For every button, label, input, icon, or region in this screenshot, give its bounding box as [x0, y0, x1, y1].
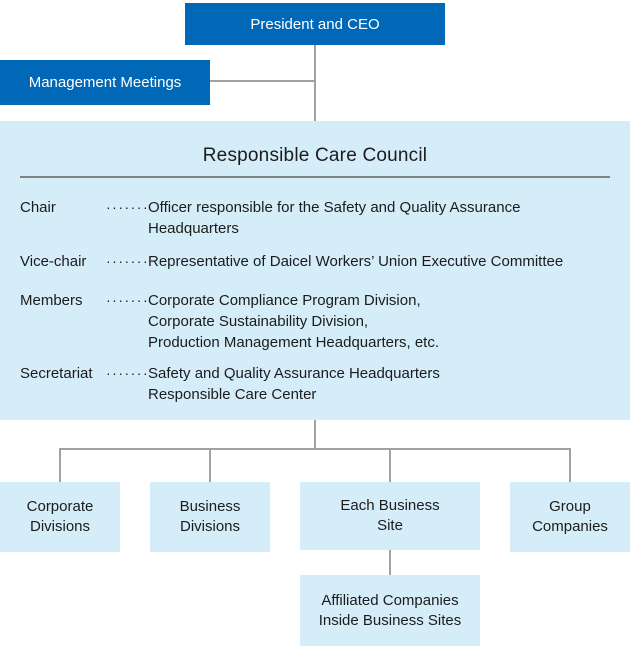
- council-row-vice-chair: Vice-chair ······· Representative of Dai…: [20, 251, 614, 272]
- branch-line-each-business-site: [389, 448, 391, 482]
- row-description: Safety and Quality Assurance Headquarter…: [148, 365, 440, 403]
- unit-box-corporate-divisions: Corporate Divisions: [0, 482, 120, 552]
- unit-box-group-companies: Group Companies: [510, 482, 630, 552]
- row-description: Corporate Compliance Program Division, C…: [148, 292, 439, 351]
- site-drop-line: [389, 550, 391, 575]
- row-description: Representative of Daicel Workers’ Union …: [148, 253, 564, 270]
- branch-line-corporate-divisions: [59, 448, 61, 482]
- dotted-leader: ·······: [106, 199, 150, 215]
- council-divider: [20, 176, 610, 178]
- council-rows: Chair ······· Officer responsible for th…: [0, 197, 630, 405]
- unit-label: Group Companies: [532, 498, 608, 535]
- branch-horizontal-line: [59, 448, 571, 450]
- dotted-leader: ·······: [106, 365, 150, 381]
- management-meetings-box: Management Meetings: [0, 60, 210, 105]
- dotted-leader: ·······: [106, 253, 150, 269]
- council-row-chair: Chair ······· Officer responsible for th…: [20, 197, 614, 239]
- unit-label: Each Business Site: [340, 497, 440, 534]
- management-connector-line: [210, 80, 315, 82]
- row-label: Secretariat: [20, 365, 93, 382]
- president-drop-line: [314, 45, 316, 121]
- president-ceo-label: President and CEO: [250, 15, 380, 33]
- unit-box-business-divisions: Business Divisions: [150, 482, 270, 552]
- unit-box-affiliated-companies: Affiliated Companies Inside Business Sit…: [300, 575, 480, 646]
- row-label: Vice-chair: [20, 253, 87, 270]
- row-label: Chair: [20, 199, 56, 216]
- branch-line-business-divisions: [209, 448, 211, 482]
- council-drop-line: [314, 420, 316, 448]
- unit-label: Business Divisions: [179, 498, 241, 535]
- dotted-leader: ·······: [106, 292, 150, 308]
- responsible-care-council-panel: Responsible Care Council Chair ······· O…: [0, 121, 630, 420]
- president-ceo-box: President and CEO: [185, 3, 445, 45]
- council-row-secretariat: Secretariat ······· Safety and Quality A…: [20, 363, 614, 405]
- council-row-members: Members ······· Corporate Compliance Pro…: [20, 290, 614, 353]
- unit-box-each-business-site: Each Business Site: [300, 482, 480, 550]
- row-description: Officer responsible for the Safety and Q…: [148, 199, 521, 237]
- unit-label: Corporate Divisions: [26, 498, 94, 535]
- council-title: Responsible Care Council: [202, 145, 428, 166]
- unit-label: Affiliated Companies Inside Business Sit…: [318, 591, 462, 629]
- management-meetings-label: Management Meetings: [28, 74, 182, 91]
- branch-line-group-companies: [569, 448, 571, 482]
- row-label: Members: [20, 292, 83, 309]
